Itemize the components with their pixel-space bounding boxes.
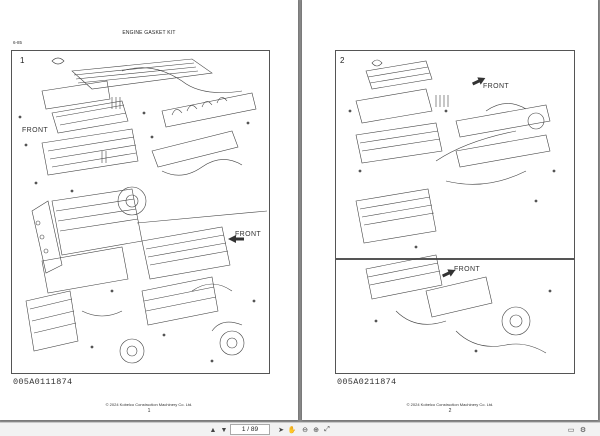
zoom-out-icon[interactable]: ⊖ (302, 427, 308, 434)
page-2: 2 (302, 0, 598, 420)
fit-icon[interactable]: ⤢ (324, 426, 330, 433)
page-title: ENGINE GASKET KIT (122, 30, 176, 36)
prev-page-icon[interactable]: ▲ (209, 426, 217, 434)
front-label-upper: FRONT (22, 127, 49, 134)
front-label-lower: FRONT (235, 231, 262, 238)
copyright: © 2024 Kobelco Construction Machinery Co… (406, 402, 494, 407)
exploded-diagram (348, 59, 556, 354)
front-label-lower: FRONT (454, 266, 481, 273)
figure-number: 2 (340, 56, 345, 65)
diagram-frame (11, 50, 270, 374)
figure-number: 1 (20, 56, 25, 65)
front-label-upper: FRONT (483, 83, 510, 90)
page-number-input[interactable]: 1 / 89 (230, 424, 270, 435)
diagram-divider (335, 258, 575, 260)
view-icon[interactable]: ▭ (567, 427, 575, 434)
select-icon[interactable]: ➤ (278, 427, 284, 434)
zoom-in-icon[interactable]: ⊕ (313, 427, 319, 434)
hand-icon[interactable]: ✋ (287, 427, 297, 434)
viewer-toolbar: ▲ ▼ 1 / 89 ➤ ✋ ⊖ ⊕ ⤢ ▭ ⚙ (0, 422, 600, 436)
part-code: 005A0211874 (337, 377, 397, 387)
page-ref: 6-85 (13, 40, 23, 45)
part-code: 005A0111874 (13, 377, 73, 387)
copyright: © 2024 Kobelco Construction Machinery Co… (105, 402, 193, 407)
page-1: ENGINE GASKET KIT 6-85 1 (0, 0, 298, 420)
exploded-diagram (18, 57, 268, 364)
page-number: 2 (448, 408, 452, 414)
next-page-icon[interactable]: ▼ (220, 426, 228, 434)
diagram-frame (335, 50, 575, 374)
settings-icon[interactable]: ⚙ (579, 427, 587, 434)
page-number: 1 (147, 408, 151, 414)
